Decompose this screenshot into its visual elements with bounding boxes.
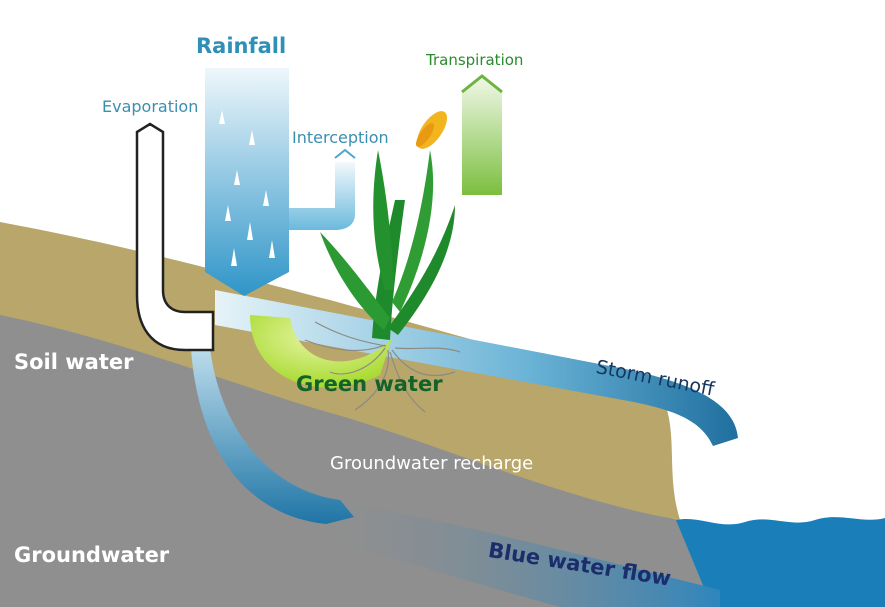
evaporation-arrow xyxy=(135,122,215,352)
storm-runoff-arrow xyxy=(215,290,738,446)
green-water-zone xyxy=(250,315,392,388)
groundwater-label: Groundwater xyxy=(14,543,170,567)
green-water-label: Green water xyxy=(296,372,443,396)
transpiration-label: Transpiration xyxy=(426,51,524,69)
interception-arrowhead xyxy=(334,148,356,159)
transpiration-arrow xyxy=(462,76,502,195)
groundwater-recharge-label: Groundwater recharge xyxy=(330,453,534,474)
raindrops xyxy=(219,110,275,266)
blue-water-flow-band xyxy=(330,500,720,607)
interception-arrow xyxy=(289,162,355,230)
evaporation-label: Evaporation xyxy=(102,97,199,116)
rainfall-arrow xyxy=(205,68,289,296)
plant-roots xyxy=(304,321,461,413)
transpiration-arrowhead xyxy=(461,74,503,94)
soil-water-label: Soil water xyxy=(14,350,134,374)
interception-label: Interception xyxy=(292,128,389,147)
plant xyxy=(320,111,455,340)
groundwater-deep xyxy=(0,315,720,607)
rainfall-label: Rainfall xyxy=(196,34,287,58)
sea-water xyxy=(676,517,885,607)
